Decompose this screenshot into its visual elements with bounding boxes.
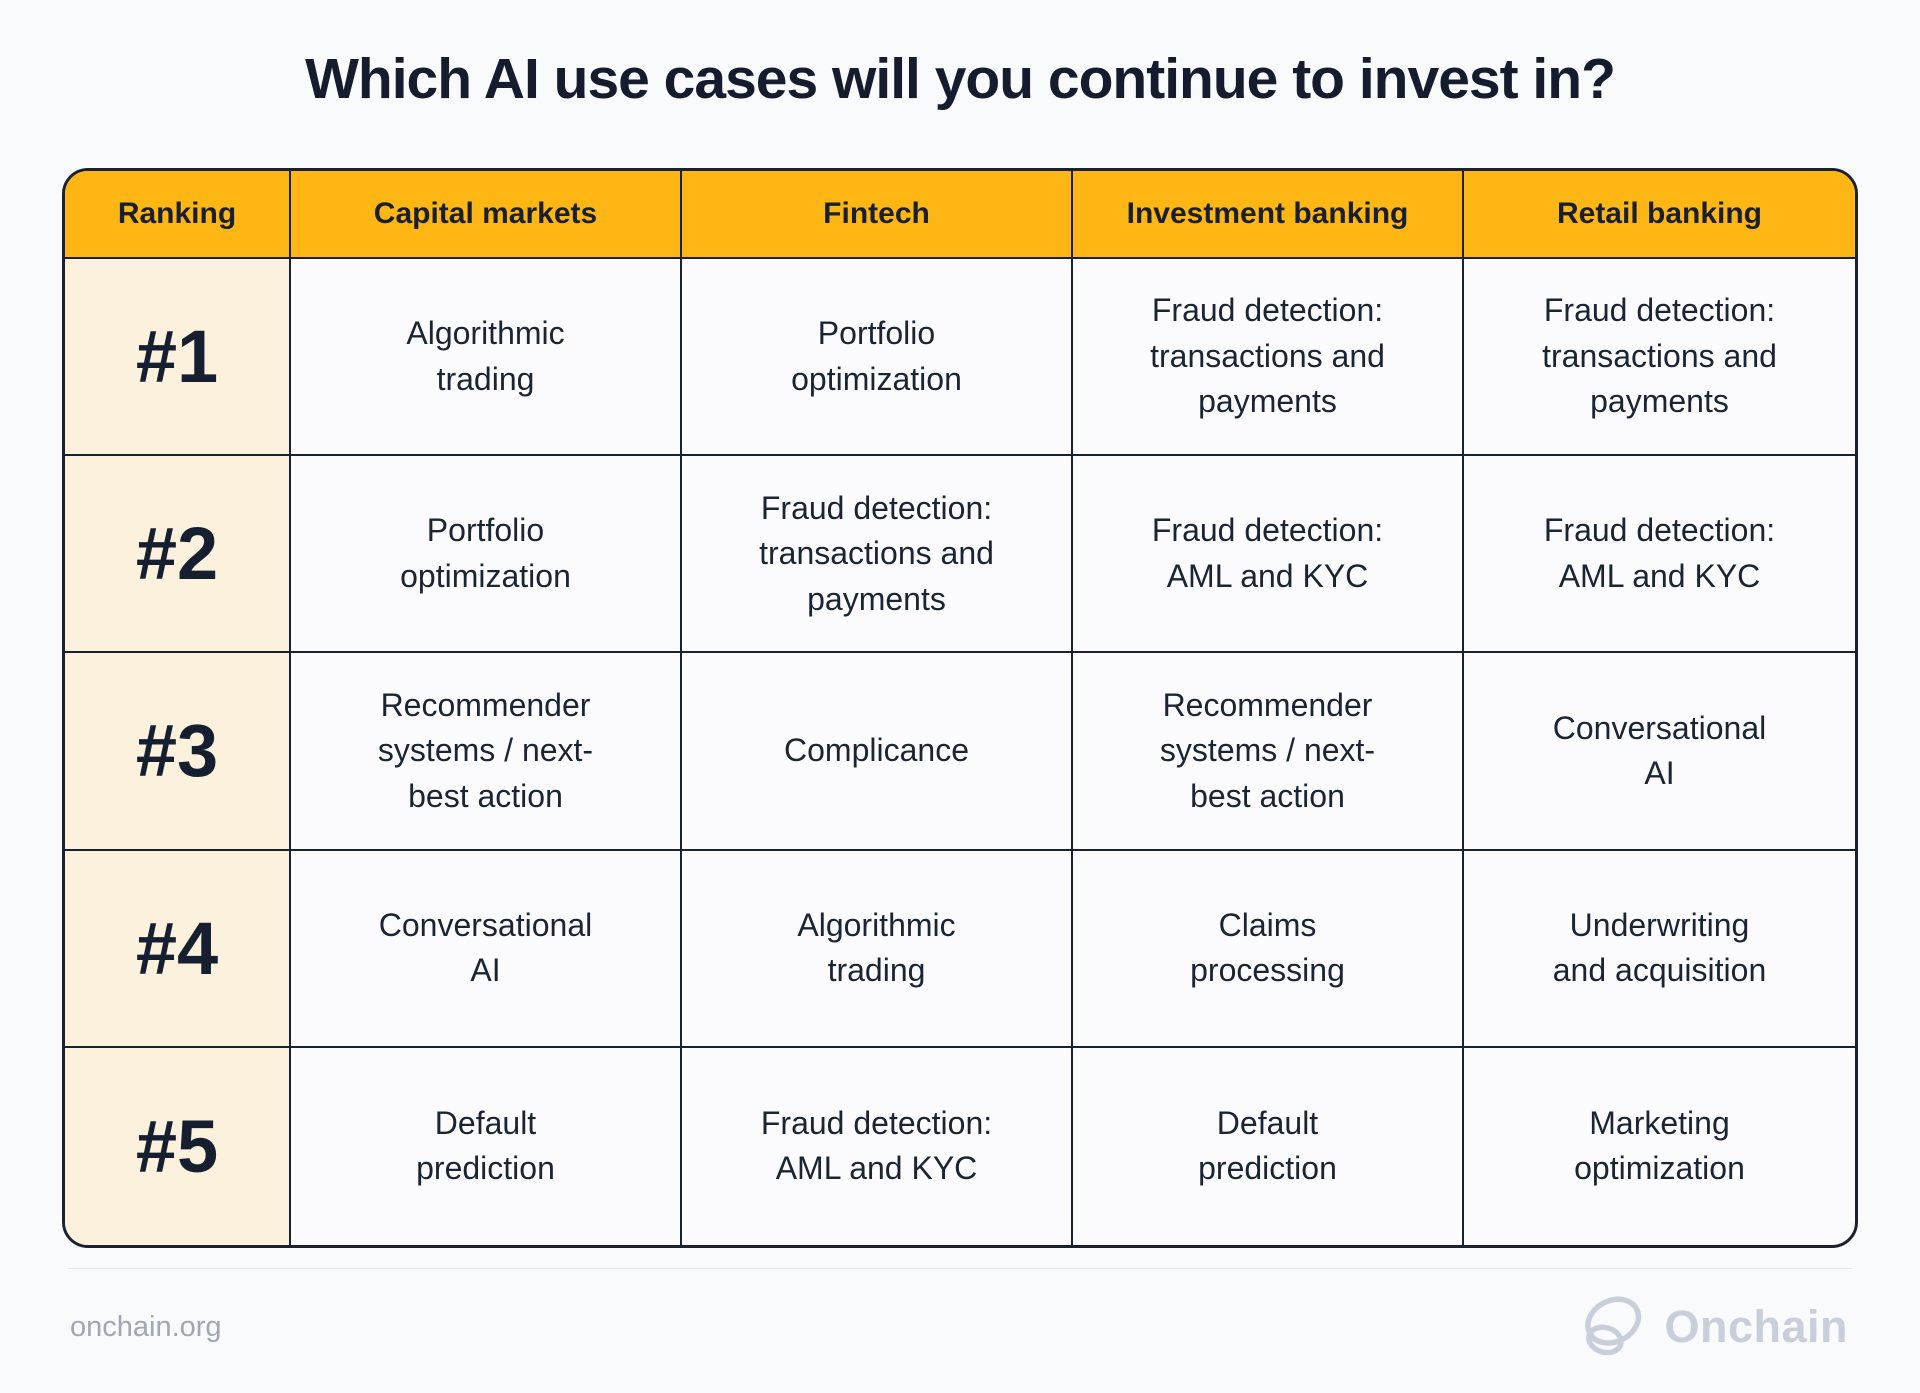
onchain-knot-icon — [1585, 1296, 1642, 1356]
table-cell: Marketing optimization — [1464, 1048, 1855, 1245]
table-cell: Default prediction — [291, 1047, 682, 1245]
rank-cell: #5 — [65, 1047, 291, 1245]
rank-cell: #1 — [65, 259, 291, 457]
table-cell: Conversational AI — [291, 850, 682, 1048]
column-header-investment-banking: Investment banking — [1073, 171, 1464, 259]
cell-text: Conversational AI — [1552, 709, 1767, 791]
table-cell: Recommender systems / next- best action — [1073, 653, 1464, 851]
table-cell: Portfolio optimization — [682, 259, 1073, 457]
column-header-capital-markets: Capital markets — [291, 171, 682, 259]
cell-text: Portfolio optimization — [791, 315, 962, 397]
table-cell: Fraud detection: AML and KYC — [682, 1047, 1073, 1245]
column-header-retail-banking: Retail banking — [1464, 171, 1855, 259]
table-cell: Fraud detection: transactions and paymen… — [1073, 259, 1464, 457]
cell-text: Recommender systems / next- best action — [1159, 686, 1376, 814]
table-cell: Algorithmic trading — [682, 850, 1073, 1048]
table-cell: Conversational AI — [1464, 653, 1855, 851]
table-cell: Fraud detection: AML and KYC — [1073, 456, 1464, 654]
cell-text: Fraud detection: AML and KYC — [1151, 512, 1384, 594]
table-cell: Fraud detection: transactions and paymen… — [1464, 259, 1855, 457]
cell-text: Algorithmic trading — [406, 315, 565, 397]
table-cell: Underwriting and acquisition — [1464, 851, 1855, 1048]
cell-text: Underwriting and acquisition — [1552, 906, 1767, 989]
cell-text: Recommender systems / next- best action — [377, 686, 594, 814]
site-url: onchain.org — [70, 1310, 222, 1343]
rank-cell: #3 — [65, 653, 291, 851]
table-cell: Portfolio optimization — [291, 456, 682, 654]
cell-text: Fraud detection: transactions and paymen… — [759, 489, 994, 617]
ranking-table: Ranking Capital markets Fintech Investme… — [62, 168, 1858, 1248]
table-cell: Default prediction — [1073, 1047, 1464, 1245]
footer: onchain.org Onchain — [68, 1268, 1852, 1361]
cell-text: Marketing optimization — [1574, 1104, 1745, 1187]
table-cell: Claims processing — [1073, 850, 1464, 1048]
brand-name: Onchain — [1664, 1301, 1848, 1352]
page-title: Which AI use cases will you continue to … — [305, 47, 1616, 111]
table-cell: Fraud detection: transactions and paymen… — [682, 456, 1073, 654]
cell-text: Claims processing — [1190, 906, 1345, 989]
cell-text: Fraud detection: transactions and paymen… — [1542, 292, 1777, 420]
table-cell: Algorithmic trading — [291, 259, 682, 457]
column-header-ranking: Ranking — [65, 171, 291, 259]
column-header-fintech: Fintech — [682, 171, 1073, 259]
table-cell: Fraud detection: AML and KYC — [1464, 456, 1855, 654]
cell-text: Default prediction — [416, 1104, 555, 1187]
cell-text: Portfolio optimization — [400, 512, 571, 594]
rank-cell: #4 — [65, 850, 291, 1048]
cell-text: Algorithmic trading — [797, 906, 956, 989]
rank-cell: #2 — [65, 456, 291, 654]
cell-text: Default prediction — [1198, 1104, 1337, 1187]
cell-text: Complicance — [784, 732, 969, 769]
onchain-logo: Onchain — [1574, 1293, 1852, 1361]
cell-text: Fraud detection: AML and KYC — [1543, 512, 1776, 594]
table-cell: Complicance — [682, 653, 1073, 851]
cell-text: Conversational AI — [378, 906, 593, 989]
cell-text: Fraud detection: AML and KYC — [760, 1104, 993, 1187]
table-cell: Recommender systems / next- best action — [291, 653, 682, 851]
cell-text: Fraud detection: transactions and paymen… — [1150, 292, 1385, 420]
